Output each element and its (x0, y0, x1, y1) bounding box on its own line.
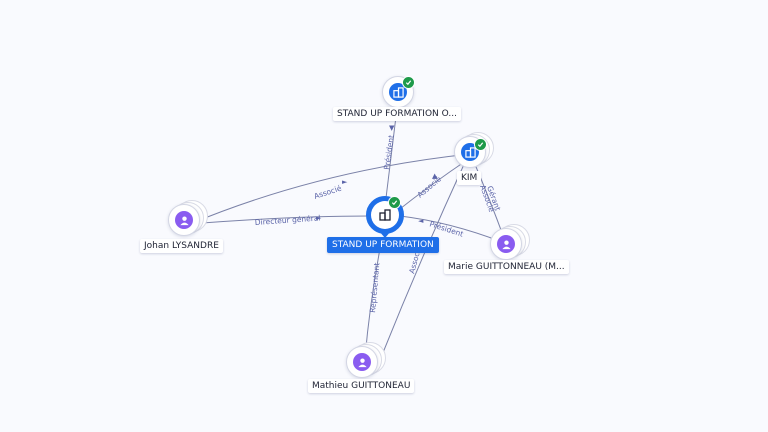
node-label[interactable]: KIM (457, 171, 482, 185)
node-johan-lysandre[interactable] (168, 200, 208, 240)
arrow-marker: ◄ (418, 217, 424, 225)
node-label[interactable]: Marie GUITTONNEAU (M... (444, 260, 569, 274)
node-mathieu-guittoneau[interactable] (346, 342, 386, 382)
node-circle (168, 204, 200, 236)
node-marie-guittonneau[interactable] (490, 224, 530, 264)
node-label[interactable]: Johan LYSANDRE (140, 239, 223, 253)
edge-mathieu-to-kim (379, 159, 467, 361)
edge-label-kim-to-main: Associé (416, 174, 444, 199)
edge-label-johan-to-kim: Associé (313, 183, 343, 200)
verified-check-icon (474, 138, 487, 151)
verified-check-icon (402, 76, 415, 89)
node-circle (346, 346, 378, 378)
arrow-marker: ► (316, 214, 322, 222)
person-icon (175, 211, 193, 229)
node-stand-up-formation-main[interactable] (366, 196, 406, 240)
building-icon (389, 83, 407, 101)
edge-label-johan-to-main: Directeur général (255, 213, 321, 227)
verified-check-icon (388, 196, 401, 209)
node-label[interactable]: Mathieu GUITTONEAU (308, 379, 415, 393)
pin-pointer (379, 231, 391, 238)
edge-johan-to-main (189, 215, 371, 225)
arrow-marker: ► (342, 178, 348, 186)
node-label[interactable]: STAND UP FORMATION O... (333, 107, 461, 121)
building-icon (371, 201, 399, 229)
node-kim[interactable] (454, 132, 494, 172)
node-circle (490, 228, 522, 260)
person-icon (353, 353, 371, 371)
arrow-marker: ▼ (389, 124, 395, 132)
node-label-main[interactable]: STAND UP FORMATION (327, 237, 439, 253)
edge-johan-to-kim (189, 153, 471, 225)
edge-label-mathieu-to-main: Représentant (368, 262, 381, 313)
node-stand-up-formation-o[interactable] (382, 76, 416, 110)
arrow-marker: ▲ (432, 172, 438, 180)
edge-label-marie-to-main: Président (428, 219, 464, 238)
person-icon (497, 235, 515, 253)
